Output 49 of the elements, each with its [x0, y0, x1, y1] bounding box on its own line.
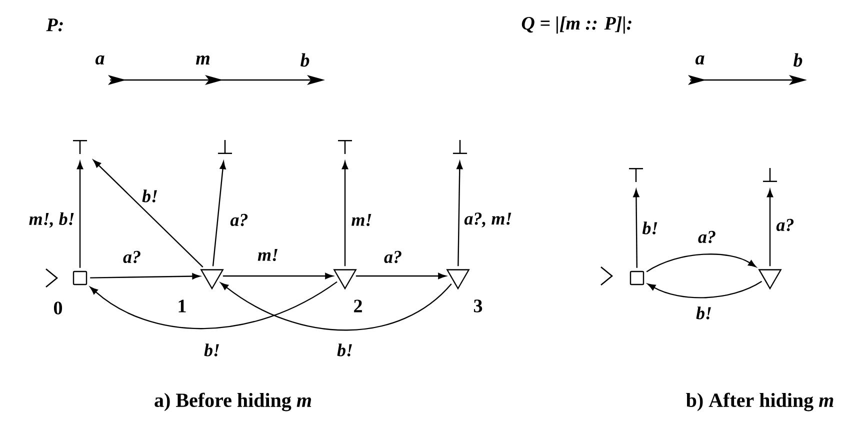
state-number: 2	[354, 300, 362, 312]
edge-label: m!	[350, 212, 374, 227]
arrow	[648, 280, 762, 298]
edge-label: m!	[256, 248, 280, 262]
edge-label: m!, b!	[28, 211, 76, 229]
port-name: b	[300, 53, 310, 67]
state-symbol: ⊥	[218, 140, 232, 154]
edge-label: a?	[122, 250, 142, 264]
state-symbol: ⊥	[763, 168, 777, 182]
process-name: P:	[46, 18, 63, 32]
edge-label: b!	[641, 220, 660, 236]
arrow	[633, 189, 640, 268]
state-number: 1	[178, 300, 186, 312]
caption: b) After hiding m	[686, 392, 834, 412]
state-symbol: ⊤	[629, 168, 643, 182]
arrow	[90, 281, 338, 330]
edge-label: a?, m!	[463, 212, 514, 228]
port-name: b	[794, 53, 802, 67]
state-symbol: ⊤	[338, 140, 352, 154]
state-symbol: ⊤	[73, 140, 88, 154]
arrow	[356, 272, 446, 280]
edge-label: b!	[336, 342, 354, 358]
arrow	[93, 160, 204, 268]
arrow	[76, 161, 84, 268]
caption: a) Before hiding m	[154, 392, 312, 412]
edge-label: b!	[695, 306, 713, 320]
port-name: a	[95, 55, 104, 65]
edge-label: a?	[697, 230, 717, 244]
edge-label: a?	[383, 250, 403, 264]
process-formula: Q = |[m :: P]|:	[522, 16, 632, 34]
state-number: 3	[474, 300, 482, 312]
port-name: m	[196, 56, 210, 64]
arrow	[456, 161, 463, 266]
arrow	[220, 282, 452, 331]
port-name: a	[695, 55, 704, 65]
state-box	[72, 270, 88, 286]
edge-label: a?	[775, 218, 796, 232]
state-number: 0	[54, 302, 62, 314]
arrow	[212, 161, 226, 266]
edge-label: a?	[229, 212, 250, 228]
state-box	[630, 270, 644, 286]
edge-label: b!	[203, 342, 221, 358]
edge-label: b!	[141, 188, 159, 204]
arrow	[222, 272, 334, 280]
arrow	[646, 254, 756, 272]
arrow	[90, 273, 200, 280]
state-symbol: ⊥	[453, 140, 467, 154]
arrow	[342, 161, 348, 266]
arrow	[766, 189, 774, 266]
